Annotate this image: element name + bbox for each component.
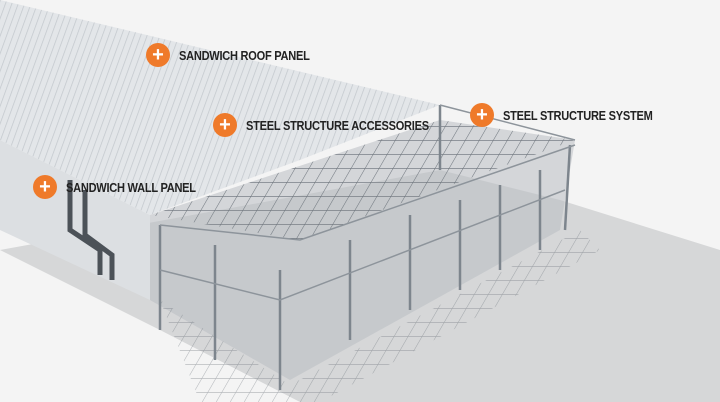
callout-label: STEEL STRUCTURE SYSTEM	[503, 107, 653, 123]
plus-icon[interactable]: +	[33, 175, 57, 199]
callout-sandwich-wall-panel[interactable]: + SANDWICH WALL PANEL	[33, 175, 219, 199]
frame-shadow	[160, 230, 600, 402]
callout-label: SANDWICH ROOF PANEL	[179, 47, 310, 63]
plus-icon[interactable]: +	[213, 113, 237, 137]
callout-steel-structure-accessories[interactable]: + STEEL STRUCTURE ACCESSORIES	[213, 113, 461, 137]
callout-label: SANDWICH WALL PANEL	[66, 179, 196, 195]
plus-icon[interactable]: +	[470, 103, 494, 127]
callout-steel-structure-system[interactable]: + STEEL STRUCTURE SYSTEM	[470, 103, 679, 127]
steel-frame-roof	[150, 120, 575, 240]
callout-sandwich-roof-panel[interactable]: + SANDWICH ROOF PANEL	[146, 43, 333, 67]
steel-columns	[158, 105, 572, 390]
plus-icon[interactable]: +	[146, 43, 170, 67]
callout-label: STEEL STRUCTURE ACCESSORIES	[246, 117, 429, 133]
roof-panels	[0, 0, 440, 215]
